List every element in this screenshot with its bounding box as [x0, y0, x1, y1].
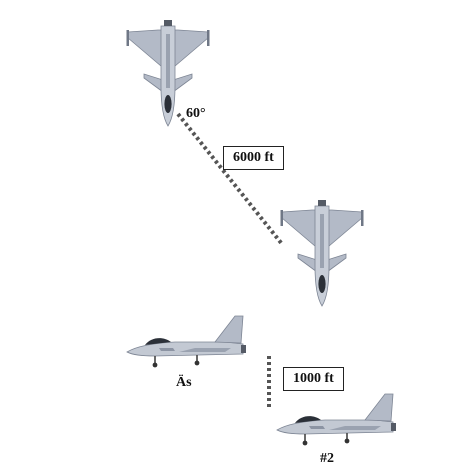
wingman-aircraft-side [276, 393, 397, 447]
leader-label: Äs [176, 375, 192, 390]
diagonal-separation-line [176, 112, 284, 246]
wing-aircraft-top [280, 199, 364, 307]
lateral-distance-label: 6000 ft [223, 146, 284, 170]
vertical-distance-label: 1000 ft [283, 367, 344, 391]
lead-aircraft-side [126, 315, 247, 369]
wingman-label: #2 [320, 451, 334, 466]
angle-label: 60° [186, 106, 206, 121]
